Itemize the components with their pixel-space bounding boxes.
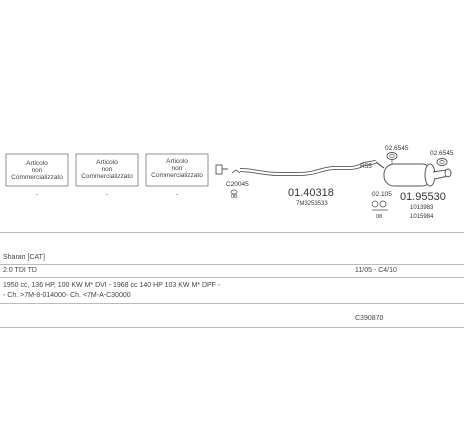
center-pipe-number: 01.40318: [288, 187, 334, 199]
exhaust-drawing: Articolo non Commercializzato - Articolo…: [5, 145, 454, 220]
box-2-line-2: non: [102, 166, 113, 173]
box-3-line-3: Commercializzato: [151, 172, 203, 179]
center-pipe-sub: 7M3253533: [296, 201, 328, 207]
box-1-line-1: Articolo: [26, 160, 48, 167]
table-divider: [0, 327, 464, 328]
rubber-label: 02.105: [372, 191, 392, 198]
box-3-dash: -: [176, 191, 178, 198]
box-2-line-3: Commercializzato: [81, 173, 133, 180]
box-1-line-3: Commercializzato: [11, 174, 63, 181]
clamp-left-sub: 08: [231, 194, 237, 200]
not-commercialized-box-1: Articolo non Commercializzato -: [5, 153, 69, 198]
muffler-sub-2: 1015984: [410, 214, 434, 220]
production-period: 11/05 - C4/10: [355, 267, 397, 274]
box-3-line-2: non: [172, 165, 183, 172]
clamp-left-label: C20045: [226, 181, 249, 188]
engine-name: 2.0 TDI TD: [3, 267, 37, 274]
center-pipe-part: 01.40318 7M3253533: [239, 160, 377, 207]
not-commercialized-box-2: Articolo non Commercializzato -: [75, 153, 139, 198]
rear-muffler-part: 01.95530 1013983 1015984: [375, 161, 452, 220]
box-2-dash: -: [106, 191, 108, 198]
gasket-right-part: 02.6545: [430, 150, 454, 166]
box-1-line-2: non: [32, 167, 43, 174]
box-1-dash: -: [36, 191, 38, 198]
rubber-hanger-part: 02.105 08: [371, 191, 392, 220]
muffler-number: 01.95530: [400, 191, 446, 203]
chassis-range: - Ch. >7M-8-014000- Ch. <7M-A-C30000: [3, 292, 131, 299]
table-divider: [0, 264, 464, 265]
muffler-sub-1: 1013983: [410, 205, 434, 211]
engine-spec: 1950 cc, 136 HP, 100 KW M* DVI - 1968 cc…: [3, 282, 221, 289]
gasket-top-part: 02.6545: [385, 145, 409, 166]
flange-clamp-part: C20045 08: [215, 164, 249, 200]
table-divider: [0, 277, 464, 278]
table-divider: [0, 303, 464, 304]
gasket-top-label: 02.6545: [385, 145, 409, 152]
exhaust-diagram: Articolo non Commercializzato - Articolo…: [5, 145, 454, 220]
box-3-line-1: Articolo: [166, 158, 188, 165]
gasket-right-label: 02.6545: [430, 150, 454, 157]
rubber-sub: 08: [376, 214, 382, 220]
model-name: Sharan [CAT]: [3, 254, 45, 261]
box-2-line-1: Articolo: [96, 159, 118, 166]
table-divider: [0, 232, 464, 233]
ring-label: R55: [360, 163, 372, 170]
kit-code: C390870: [355, 315, 384, 322]
not-commercialized-box-3: Articolo non Commercializzato -: [145, 153, 209, 198]
